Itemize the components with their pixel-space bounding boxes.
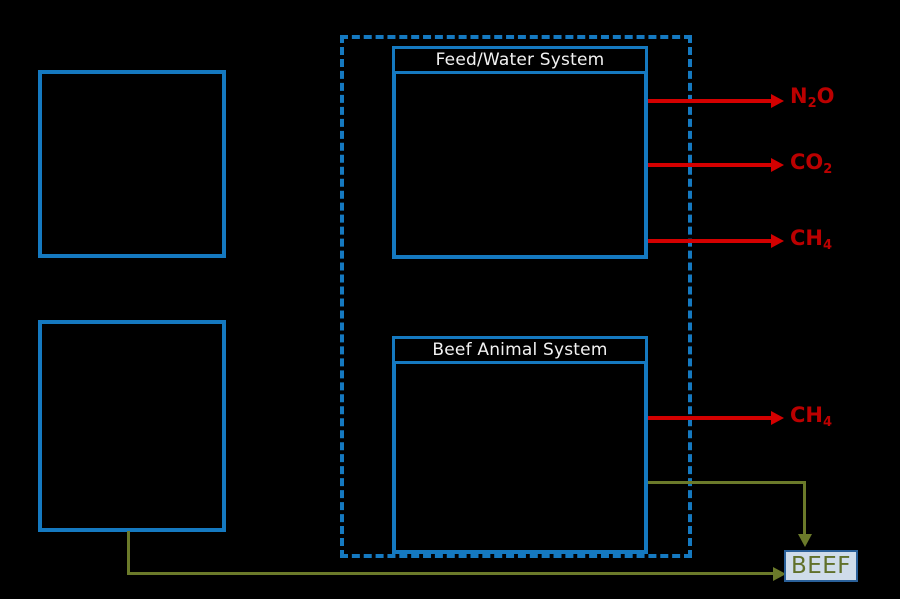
emission-ch4-feed-subscript: 4 <box>823 237 833 253</box>
beef-animal-system-title: Beef Animal System <box>392 336 648 364</box>
emission-co2-arrowhead <box>771 158 784 172</box>
emission-n2o-subscript: 2 <box>807 95 817 111</box>
emission-n2o-tail: O <box>816 84 835 108</box>
feed-water-system-body <box>392 74 648 259</box>
emission-ch4-animal-label: CH4 <box>790 403 832 429</box>
emission-ch4-animal-subscript: 4 <box>823 414 833 430</box>
beef-product-box[interactable]: BEEF <box>784 550 858 582</box>
feed-water-system[interactable]: Feed/Water System <box>392 46 648 259</box>
feed-water-system-title: Feed/Water System <box>392 46 648 74</box>
emission-n2o-formula: N <box>790 84 808 108</box>
system-boundary <box>340 35 692 558</box>
emission-ch4-feed-line <box>648 239 773 243</box>
emission-ch4-feed-label: CH4 <box>790 226 832 252</box>
emission-co2-formula: CO <box>790 150 824 174</box>
emission-ch4-feed-formula: CH <box>790 226 823 250</box>
beef-animal-to-product-horizontal <box>648 481 806 484</box>
lower-left-to-product-arrowhead <box>773 567 786 581</box>
beef-animal-system-body <box>392 364 648 554</box>
beef-animal-system[interactable]: Beef Animal System <box>392 336 648 554</box>
beef-animal-to-product-vertical <box>803 481 806 536</box>
upper-left-box[interactable] <box>38 70 226 258</box>
emission-ch4-animal-line <box>648 416 773 420</box>
emission-co2-line <box>648 163 773 167</box>
emission-co2-subscript: 2 <box>823 161 833 177</box>
emission-n2o-line <box>648 99 773 103</box>
beef-animal-to-product-arrowhead <box>798 534 812 547</box>
emission-n2o-arrowhead <box>771 94 784 108</box>
emission-ch4-animal-formula: CH <box>790 403 823 427</box>
lower-left-box[interactable] <box>38 320 226 532</box>
emission-ch4-animal-arrowhead <box>771 411 784 425</box>
lower-left-to-product-horizontal <box>127 572 775 575</box>
lower-left-to-product-vertical <box>127 531 130 574</box>
emission-ch4-feed-arrowhead <box>771 234 784 248</box>
emission-co2-label: CO2 <box>790 150 832 176</box>
emission-n2o-label: N2O <box>790 84 835 110</box>
